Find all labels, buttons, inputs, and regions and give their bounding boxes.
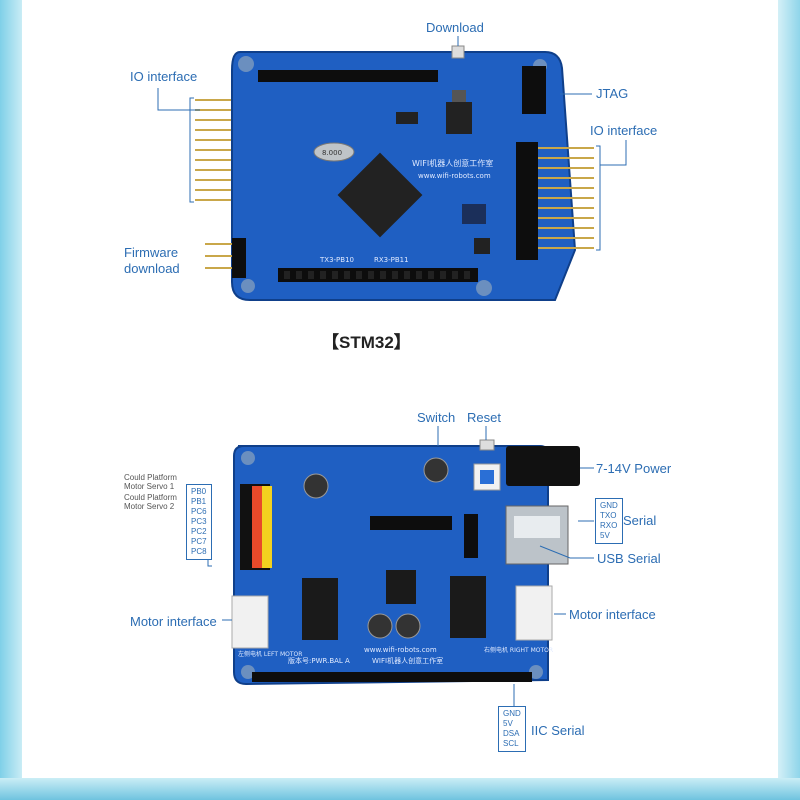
stm32-caption: 【STM32】	[322, 333, 411, 352]
iic-pin: DSA	[503, 729, 520, 738]
io-pin: PC7	[191, 537, 207, 546]
io-right-bracket	[596, 145, 601, 251]
io-pin: PC8	[191, 547, 207, 556]
reset-button	[479, 439, 495, 451]
io-interface-right-label: IO interface	[590, 123, 658, 138]
servo2-label: Could Platform Motor Servo 2	[124, 493, 177, 511]
switch-label: Switch	[417, 410, 456, 425]
jtag-label: JTAG	[596, 86, 629, 101]
iic-pin: GND	[503, 709, 521, 718]
stm32-mcu-chip	[337, 152, 423, 238]
url-silkscreen: www.wifi-robots.com	[418, 172, 491, 180]
left-motor-connector	[231, 595, 269, 649]
motor-interface-left-label: Motor interface	[130, 614, 217, 629]
iic-pin: SCL	[503, 739, 519, 748]
left-border	[0, 0, 22, 800]
bottom-border	[0, 778, 800, 800]
serial-pin: GND	[600, 501, 618, 510]
download-label: Download	[426, 20, 484, 35]
driver-ic-right	[450, 576, 486, 638]
right-motor-connector	[515, 585, 553, 641]
version-silkscreen: 版本号:PWR.BAL A	[288, 656, 350, 665]
io-pin-list: PB0 PB1 PC6 PC3 PC2 PC7 PC8	[186, 484, 212, 560]
motor-driver-board-image: www.wifi-robots.com WIFI机器人创意工作室 版本号:PWR…	[207, 426, 594, 706]
rx-silkscreen: RX3-PB11	[374, 256, 409, 264]
io-pin: PC3	[191, 517, 207, 526]
power-jack	[506, 446, 580, 486]
io-left-leader	[157, 88, 200, 111]
servo-io-header	[240, 484, 272, 570]
motor-interface-right-label: Motor interface	[569, 607, 656, 622]
stm32-board-image: WIFI机器人创意工作室 www.wifi-robots.com TX3-PB1…	[157, 36, 627, 301]
serial-pin: 5V	[600, 531, 610, 540]
iic-pin: 5V	[503, 719, 513, 728]
firmware-download-label: Firmware download	[124, 245, 180, 276]
iic-serial-label: IIC Serial	[531, 723, 585, 738]
io-pin: PB0	[191, 487, 207, 496]
serial-pin-list: GND TXO RXO 5V	[595, 498, 623, 544]
iic-pin-list: GND 5V DSA SCL	[498, 706, 526, 752]
brand-silkscreen: WIFI机器人创意工作室	[412, 158, 493, 168]
left-motor-silkscreen: 左侧电机 LEFT MOTOR	[238, 650, 302, 658]
tx-silkscreen: TX3-PB10	[319, 256, 354, 264]
io-interface-left-label: IO interface	[130, 69, 198, 84]
io-right-leader	[600, 140, 627, 166]
reset-label: Reset	[467, 410, 501, 425]
right-motor-silkscreen: 右侧电机 RIGHT MOTOR	[484, 646, 553, 654]
io-pin: PC6	[191, 507, 207, 516]
driver-ic-left	[302, 578, 338, 640]
servo1-label: Could Platform Motor Servo 1	[124, 473, 177, 491]
power-label: 7-14V Power	[596, 461, 672, 476]
serial-label: Serial	[623, 513, 657, 528]
right-io-header	[516, 142, 538, 260]
io-pin: PC2	[191, 527, 207, 536]
io-left-bracket	[189, 97, 194, 203]
url-silkscreen-bottom: www.wifi-robots.com	[364, 646, 437, 654]
brand-silkscreen-bottom: WIFI机器人创意工作室	[372, 656, 443, 665]
right-border	[778, 0, 800, 800]
io-pin: PB1	[191, 497, 207, 506]
jtag-header	[522, 66, 546, 114]
serial-pin: TXO	[600, 511, 617, 520]
usb-serial-label: USB Serial	[597, 551, 661, 566]
top-margin	[0, 0, 800, 22]
download-button	[451, 45, 465, 59]
serial-pin: RXO	[600, 521, 618, 530]
crystal-silkscreen: 8.000	[322, 149, 342, 157]
